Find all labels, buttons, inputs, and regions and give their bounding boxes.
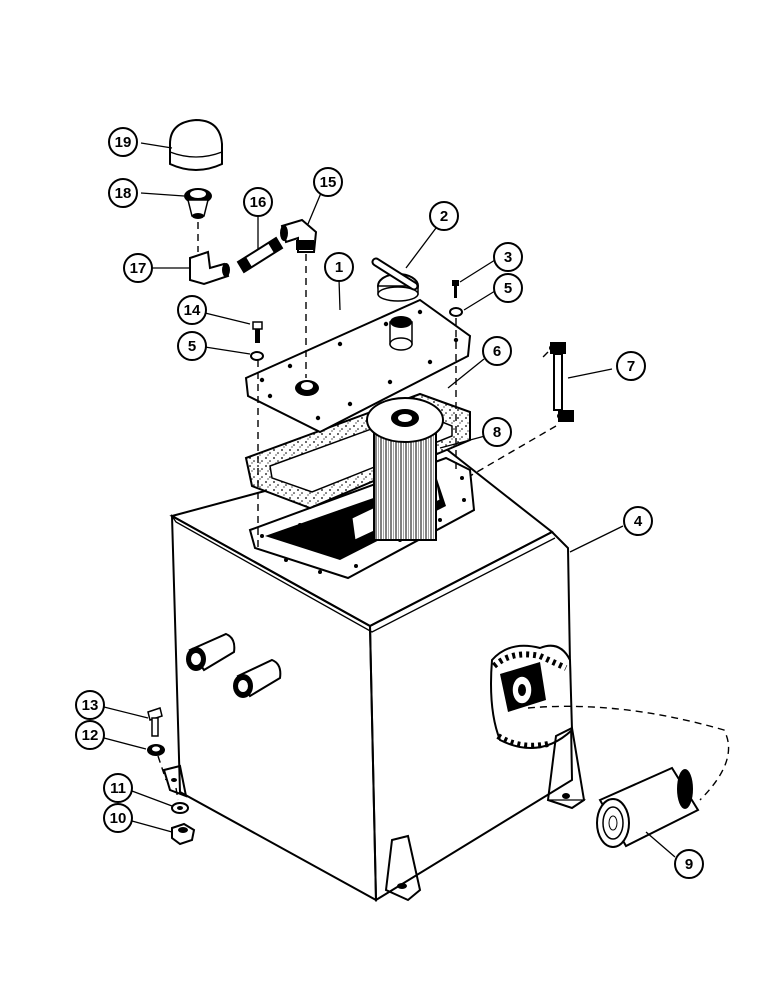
- washer-5-right: [449, 307, 463, 317]
- callout-10: 10: [103, 803, 133, 833]
- callout-8: 8: [482, 417, 512, 447]
- svg-text:5: 5: [504, 280, 512, 297]
- nut-10: [171, 822, 196, 846]
- svg-text:10: 10: [110, 810, 127, 827]
- callout-5-right: 5: [493, 273, 523, 303]
- callout-4: 4: [623, 506, 653, 536]
- bolt-13: [147, 707, 163, 737]
- filter-element: [366, 397, 444, 541]
- svg-text:17: 17: [130, 260, 147, 277]
- callout-13: 13: [75, 690, 105, 720]
- washer-12: [147, 744, 165, 756]
- mounting-bracket-right: [546, 726, 587, 810]
- svg-text:16: 16: [250, 194, 267, 211]
- svg-text:15: 15: [320, 174, 337, 191]
- callout-11: 11: [103, 773, 133, 803]
- callout-7: 7: [616, 351, 646, 381]
- sight-gauge: [549, 342, 574, 422]
- callout-12: 12: [75, 720, 105, 750]
- tank-cutaway: [490, 644, 574, 749]
- callout-14: 14: [177, 295, 207, 325]
- tank-port-lower: [233, 658, 282, 698]
- assembly-center-lines: [157, 222, 730, 801]
- washer-5-left: [250, 351, 264, 361]
- leader-lines: [103, 142, 676, 858]
- lock-washer-11: [171, 802, 189, 814]
- elbow-fitting-17: [189, 250, 230, 286]
- svg-text:1: 1: [335, 259, 343, 276]
- callout-6: 6: [482, 336, 512, 366]
- callout-2: 2: [429, 201, 459, 231]
- mounting-bracket-front: [384, 834, 422, 902]
- bolt-3: [452, 280, 459, 298]
- callout-9: 9: [674, 849, 704, 879]
- svg-text:9: 9: [685, 856, 693, 873]
- svg-text:5: 5: [188, 338, 196, 355]
- callout-15: 15: [313, 167, 343, 197]
- callout-18: 18: [108, 178, 138, 208]
- breather-cap-19: [169, 118, 223, 171]
- callout-5-left: 5: [177, 331, 207, 361]
- svg-text:6: 6: [493, 343, 501, 360]
- mounting-foot-left: [162, 764, 188, 798]
- svg-text:18: 18: [115, 185, 132, 202]
- tank-port-upper: [186, 632, 236, 672]
- svg-text:7: 7: [627, 358, 635, 375]
- breather-adapter-18: [184, 188, 212, 219]
- filler-cap: [371, 257, 419, 302]
- svg-text:12: 12: [82, 727, 99, 744]
- callout-1: 1: [324, 252, 354, 282]
- filter-cartridge-9: [596, 766, 700, 848]
- svg-text:11: 11: [110, 780, 126, 797]
- callout-3: 3: [493, 242, 523, 272]
- svg-text:13: 13: [82, 697, 99, 714]
- svg-text:4: 4: [634, 513, 643, 530]
- callout-17: 17: [123, 253, 153, 283]
- svg-text:3: 3: [504, 249, 512, 266]
- elbow-fitting-15: [280, 218, 318, 253]
- callout-19: 19: [108, 127, 138, 157]
- bolt-14: [252, 321, 263, 343]
- callout-16: 16: [243, 187, 273, 217]
- pipe-nipple-16: [236, 236, 284, 274]
- svg-text:19: 19: [115, 134, 132, 151]
- cover-plate: [244, 298, 472, 434]
- svg-text:2: 2: [440, 208, 448, 225]
- svg-text:14: 14: [184, 302, 201, 319]
- svg-text:8: 8: [493, 424, 501, 441]
